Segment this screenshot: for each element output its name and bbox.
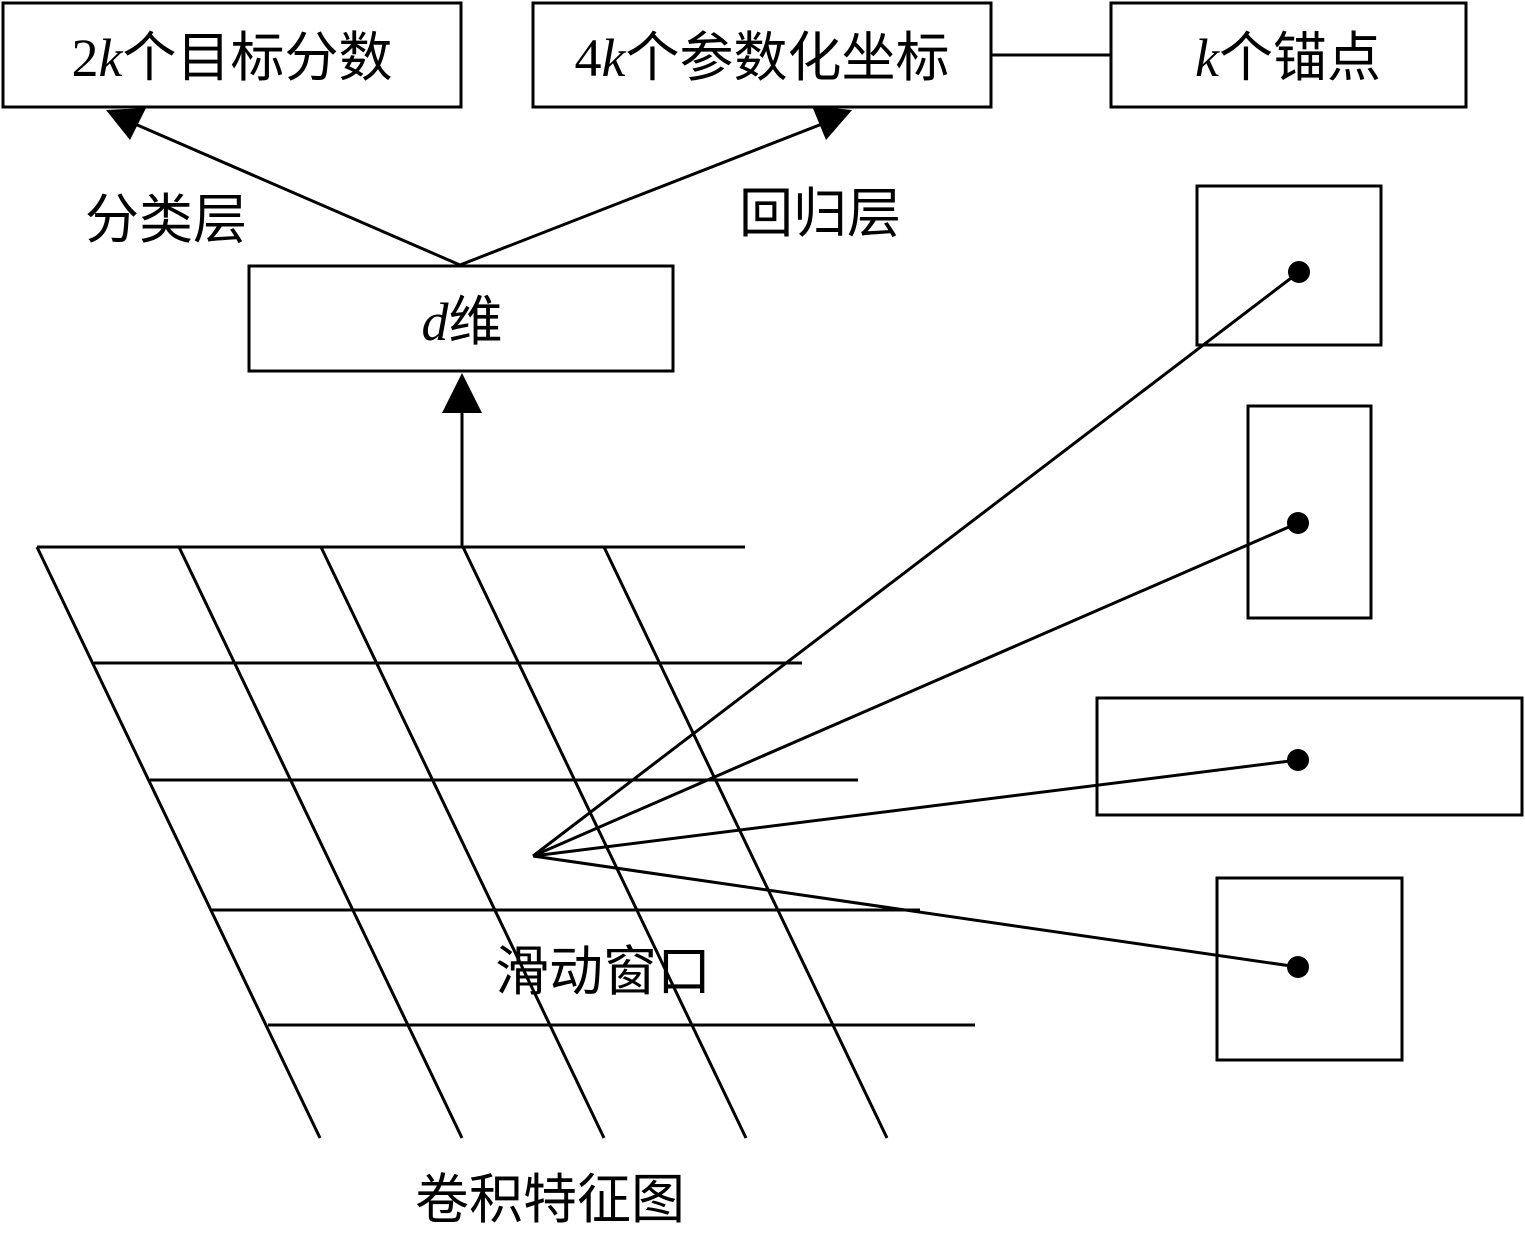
target-scores-label: 2k个目标分数 [72, 28, 393, 88]
grid-column-line [35, 546, 322, 1139]
anchor-line [532, 521, 1299, 858]
classification-layer-label: 分类层 [85, 190, 247, 250]
param-coords-box [531, 1, 993, 109]
anchor-box-large [1215, 876, 1404, 1062]
anchor-line [532, 854, 1299, 969]
regression-arrow [459, 122, 823, 267]
anchor-center-dot [1287, 749, 1309, 771]
anchor-box-square [1195, 184, 1383, 347]
feature-map-label: 卷积特征图 [415, 1170, 685, 1230]
sliding-window-label: 滑动窗口 [495, 942, 711, 1002]
anchor-center-dot [1287, 956, 1309, 978]
feature-map-grid [35, 545, 975, 1139]
param-coords-label: 4k个参数化坐标 [575, 28, 950, 88]
anchor-line [532, 270, 1300, 858]
regression-layer-label: 回归层 [739, 184, 901, 244]
anchor-box-wide [1095, 696, 1524, 817]
grid-column-line [319, 546, 606, 1139]
grid-column-line [461, 546, 748, 1139]
anchor-line [532, 758, 1299, 858]
classification-arrow [134, 122, 461, 267]
classification-arrowhead-icon [106, 108, 146, 140]
regression-arrowhead-icon [812, 106, 852, 140]
anchors-box [1109, 1, 1468, 109]
grid-column-line [602, 546, 889, 1139]
feature-up-arrowhead-icon [442, 373, 482, 413]
anchors-label: k个锚点 [1195, 28, 1381, 88]
grid-column-line [177, 546, 464, 1139]
anchor-center-dot [1287, 512, 1309, 534]
feature-vector-label: d维 [422, 292, 503, 352]
target-scores-box [1, 1, 463, 109]
anchor-box-tall [1246, 404, 1373, 620]
anchor-center-dot [1288, 261, 1310, 283]
feature-vector-box [247, 264, 675, 373]
